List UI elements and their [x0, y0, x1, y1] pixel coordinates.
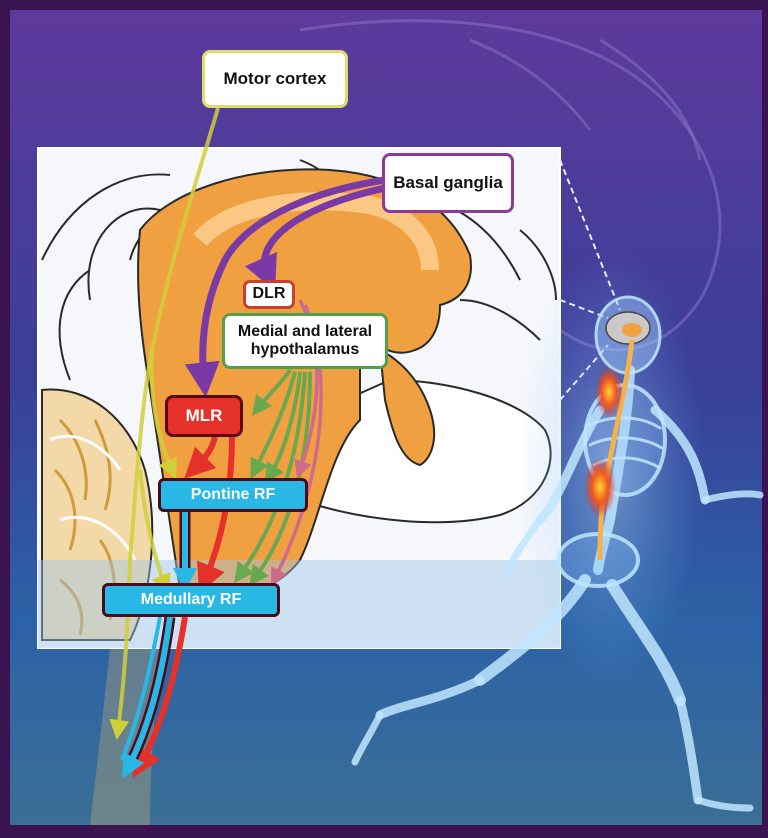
medullary-rf-label: Medullary RF	[102, 583, 280, 617]
basal-ganglia-label: Basal ganglia	[382, 153, 514, 213]
hypothalamus-label: Medial and lateral hypothalamus	[222, 313, 388, 369]
brain-section-inset	[38, 148, 560, 648]
pontine-rf-label: Pontine RF	[158, 478, 308, 512]
motor-cortex-label: Motor cortex	[202, 50, 348, 108]
mlr-label: MLR	[165, 395, 243, 437]
dlr-label: DLR	[243, 280, 295, 309]
